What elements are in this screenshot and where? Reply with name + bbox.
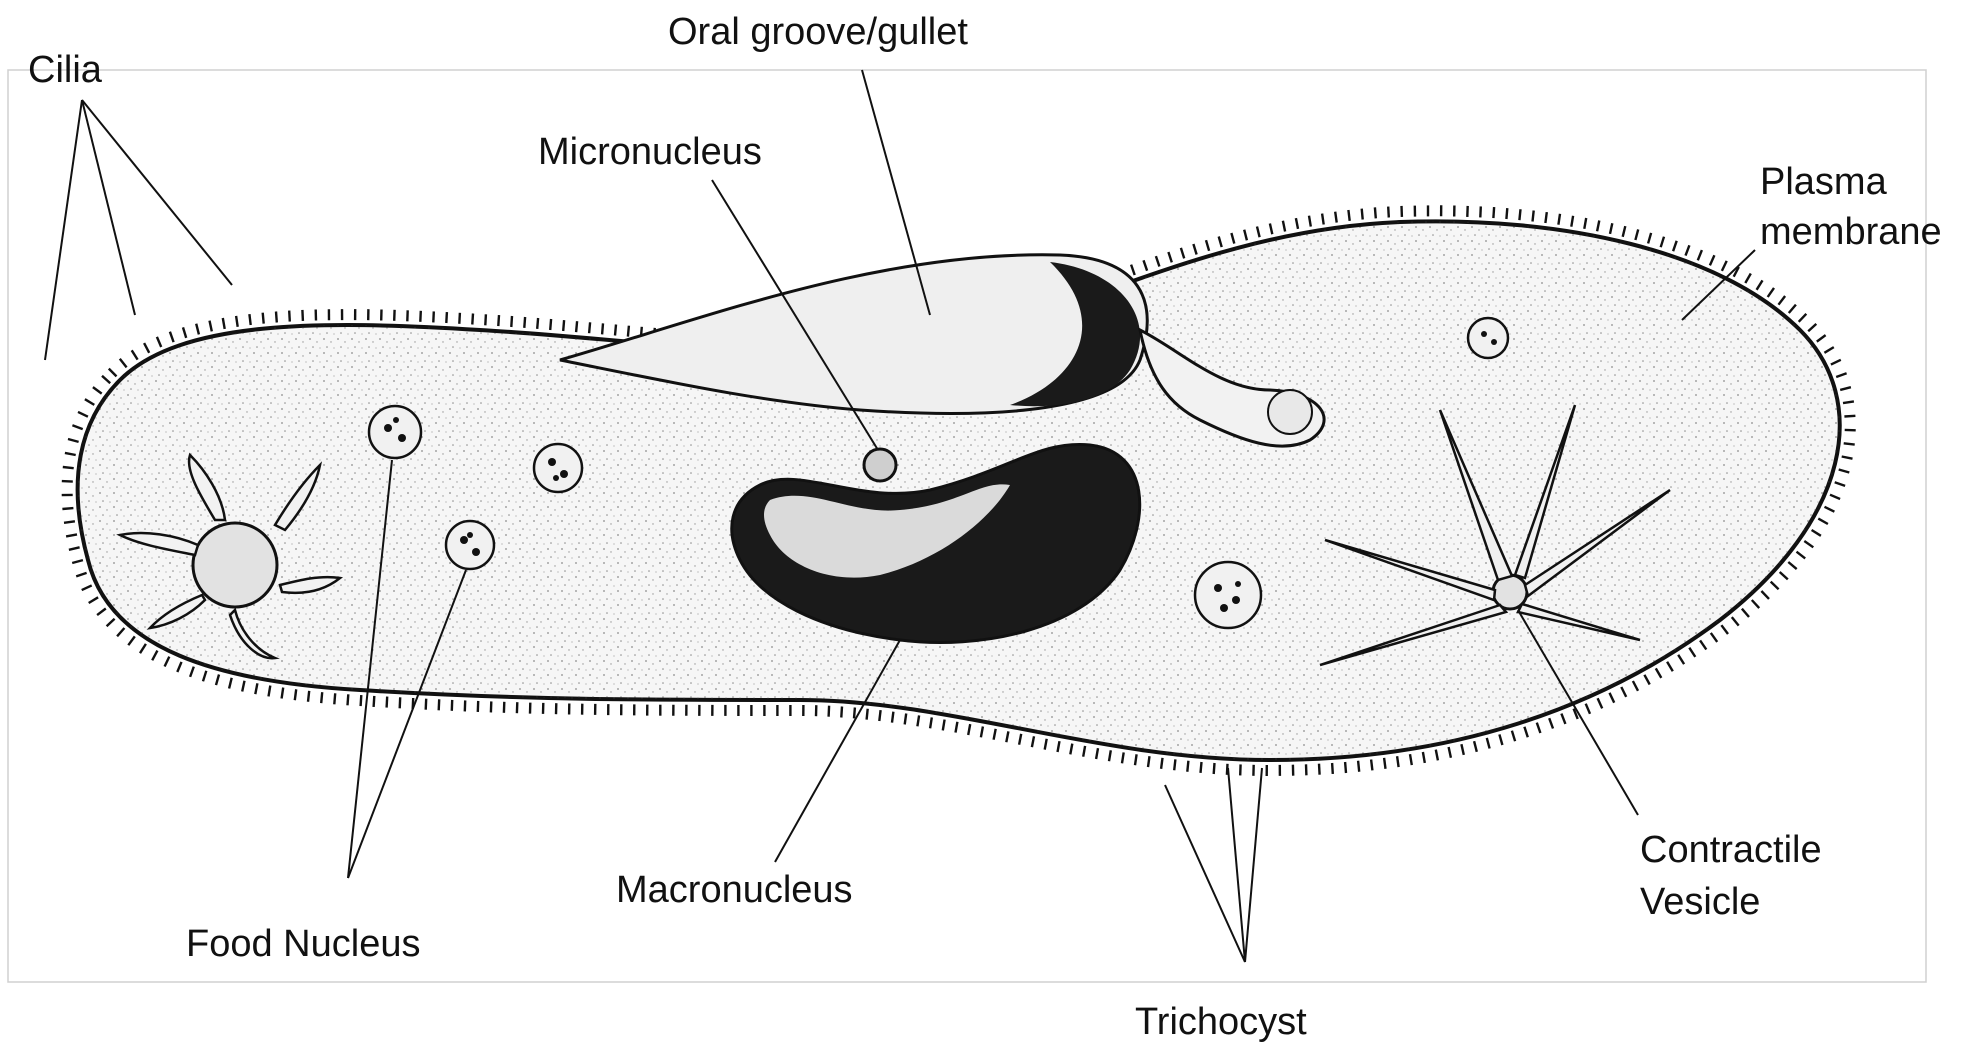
trichocyst-tick (524, 317, 525, 328)
trichocyst-tick (439, 699, 440, 710)
trichocyst-tick (1844, 443, 1855, 444)
micronucleus-shape (864, 449, 896, 481)
trichocyst-tick (289, 311, 290, 322)
trichocyst-tick (615, 325, 616, 336)
trichocyst-tick (263, 313, 264, 324)
trichocyst-tick (1844, 416, 1855, 417)
trichocyst-tick (1201, 762, 1202, 773)
trichocyst-tick (348, 694, 349, 705)
trichocyst-tick (829, 706, 830, 717)
trichocyst-tick (308, 691, 309, 702)
label-food-nucleus: Food Nucleus (186, 923, 420, 965)
trichocyst-tick (892, 712, 893, 723)
trichocyst-tick (1545, 212, 1546, 223)
trichocyst-tick (1533, 211, 1534, 222)
trichocyst-tick (1135, 754, 1137, 765)
food-vacuole-4 (1195, 562, 1261, 628)
trichocyst-tick (1319, 764, 1320, 775)
trichocyst-tick (1214, 763, 1215, 774)
trichocyst-tick (361, 695, 362, 706)
trichocyst-tick (550, 319, 551, 330)
trichocyst-tick (420, 311, 421, 322)
trichocyst-tick (236, 316, 238, 327)
trichocyst-tick (1335, 212, 1337, 223)
trichocyst-tick (1493, 207, 1494, 218)
label-micronucleus: Micronucleus (538, 131, 762, 173)
trichocyst-tick (334, 693, 335, 704)
trichocyst-tick (249, 314, 250, 325)
trichocyst-tick (1375, 207, 1376, 218)
label-trichocyst: Trichocyst (1135, 1001, 1307, 1043)
trichocyst-tick (498, 315, 499, 326)
trichocyst-tick (1519, 209, 1520, 220)
trichocyst-tick (426, 699, 427, 710)
trichocyst-tick (1161, 758, 1162, 769)
trichocyst-tick (1348, 210, 1349, 221)
food-forming-vacuole (1268, 390, 1312, 434)
trichocyst-tick (472, 314, 473, 325)
trichocyst-tick (63, 467, 74, 468)
trichocyst-tick (1345, 762, 1346, 773)
trichocyst-tick (854, 708, 855, 719)
trichocyst-tick (1558, 214, 1560, 225)
food-vacuole-3 (534, 444, 582, 492)
trichocyst-tick (905, 714, 907, 725)
trichocyst-tick (879, 710, 880, 721)
trichocyst-tick (1122, 752, 1124, 763)
label-macronucleus: Macronucleus (616, 869, 853, 911)
trichocyst-tick (1506, 208, 1507, 219)
trichocyst-tick (433, 311, 434, 322)
trichocyst-tick (602, 323, 603, 334)
label-cilia: Cilia (28, 49, 103, 91)
label-oral-groove: Oral groove/gullet (668, 11, 968, 53)
trichocyst-tick (589, 322, 590, 333)
trichocyst-tick (302, 310, 303, 321)
trichocyst-tick (62, 508, 73, 509)
food-vacuole-2 (446, 521, 494, 569)
trichocyst-tick (1397, 756, 1399, 767)
trichocyst-tick (276, 312, 277, 323)
trichocyst-tick (930, 717, 932, 728)
trichocyst-tick (64, 521, 75, 523)
food-vacuole-1 (369, 406, 421, 458)
trichocyst-tick (62, 481, 73, 482)
trichocyst-tick (1187, 761, 1188, 772)
label-contractile-vesicle-line2: Vesicle (1640, 881, 1760, 923)
trichocyst-tick (867, 709, 868, 720)
trichocyst-tick (1358, 761, 1359, 772)
trichocyst-tick (485, 314, 486, 325)
trichocyst-tick (1384, 758, 1385, 769)
trichocyst-tick (321, 692, 322, 703)
trichocyst-tick (374, 696, 375, 707)
trichocyst-tick (1371, 760, 1372, 771)
trichocyst-tick (563, 320, 564, 331)
trichocyst-tick (282, 688, 284, 699)
trichocyst-tick (459, 313, 460, 324)
trichocyst-tick (400, 697, 401, 708)
trichocyst-tick (295, 689, 296, 700)
trichocyst-tick (1480, 206, 1481, 217)
trichocyst-tick (1322, 214, 1324, 225)
trichocyst-tick (511, 316, 512, 327)
trichocyst-tick (1843, 401, 1854, 403)
trichocyst-tick (1148, 756, 1150, 767)
food-vacuole-5 (1468, 318, 1508, 358)
trichocyst-tick (1174, 759, 1175, 770)
trichocyst-tick (1332, 763, 1333, 774)
trichocyst-tick (387, 697, 388, 708)
label-plasma-membrane-line2: membrane (1760, 211, 1942, 253)
trichocyst-tick (917, 715, 919, 726)
label-plasma-membrane-line1: Plasma (1760, 161, 1888, 203)
trichocyst-tick (1362, 209, 1363, 220)
trichocyst-tick (576, 321, 577, 332)
trichocyst-tick (1388, 207, 1389, 218)
trichocyst-tick (446, 312, 447, 323)
trichocyst-tick (537, 318, 538, 329)
trichocyst-tick (841, 707, 842, 718)
trichocyst-tick (628, 326, 629, 337)
label-contractile-vesicle-line1: Contractile (1640, 829, 1822, 871)
posterior-contractile-vacuole (193, 523, 277, 607)
